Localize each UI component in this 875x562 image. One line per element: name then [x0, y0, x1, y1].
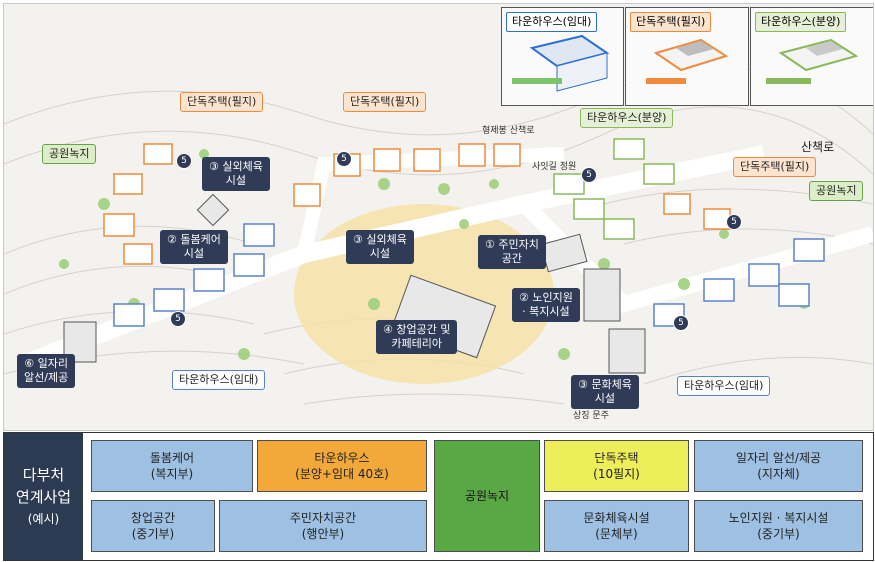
tag-rental-townhouse: 타운하우스(임대) [677, 376, 771, 396]
garden-label: 사잇길 정원 [532, 162, 577, 172]
legend-detached-house: 단독주택(필지) [625, 7, 749, 106]
cell-sub: (문체부) [595, 527, 638, 541]
facility-label: ② 돌봄케어 시설 [160, 230, 228, 264]
cell-townhouse: 타운하우스 (분양+임대 40호) [257, 440, 427, 492]
park-label: 공원녹지 [809, 181, 864, 201]
park-label: 공원녹지 [42, 144, 97, 164]
cell-senior-welfare: 노인지원 · 복지시설 (중기부) [694, 500, 863, 552]
cell-startup: 창업공간 (중기부) [91, 500, 215, 552]
tag-detached-house: 단독주택(필지) [733, 157, 817, 177]
cell-title: 단독주택 [594, 451, 639, 465]
tag-sale-townhouse: 타운하우스(분양) [580, 108, 674, 128]
facility-label: ③ 실외체육 시설 [346, 230, 414, 264]
cell-sub: (복지부) [150, 467, 194, 481]
cell-title: 타운하우스 [314, 451, 370, 465]
cell-title: 노인지원 · 복지시설 [728, 511, 829, 525]
legend-illustration [646, 38, 729, 84]
marker-badge: 5 [170, 311, 186, 327]
cell-sub: (행안부) [301, 527, 345, 541]
walking-path-label: 산책로 [801, 140, 835, 154]
gate-label: 상징 문주 [573, 411, 609, 421]
site-plan: 타운하우스(임대) 단독주택(필지) 타운하우스(분양) 단 [3, 3, 874, 431]
cell-jobs: 일자리 알선/제공 (지자체) [694, 440, 863, 492]
cell-title: 일자리 알선/제공 [735, 451, 822, 465]
trail-label: 형제봉 산책로 [482, 126, 535, 136]
cell-detached: 단독주택 (10필지) [544, 440, 689, 492]
facility-label: ④ 창업공간 및 카페테리아 [376, 320, 458, 354]
cell-sub: (분양+임대 40호) [295, 467, 389, 481]
marker-badge: 5 [726, 214, 742, 230]
cell-park: 공원녹지 [434, 440, 540, 552]
cell-title: 문화체육시설 [583, 511, 650, 525]
cell-title: 주민자치공간 [289, 511, 357, 525]
legend-rental-townhouse: 타운하우스(임대) [501, 7, 624, 106]
cell-title: 공원녹지 [464, 489, 510, 503]
marker-badge: 5 [673, 315, 689, 331]
heading-line: 다부처 [22, 465, 65, 484]
cell-culture-sports: 문화체육시설 (문체부) [544, 500, 689, 552]
facility-label: ① 주민자치 공간 [478, 235, 546, 269]
legend-illustration [766, 38, 859, 84]
facility-label: ③ 문화체육 시설 [571, 375, 639, 409]
legend-title: 타운하우스(분양) [755, 12, 847, 32]
facility-label: ③ 실외체육 시설 [202, 157, 270, 191]
cell-care: 돌봄케어 (복지부) [91, 440, 253, 492]
heading-note: (예시) [27, 511, 60, 526]
facility-label: ② 노인지원 · 복지시설 [512, 288, 580, 322]
cell-sub: (지자체) [757, 467, 800, 481]
cell-sub: (10필지) [593, 467, 640, 481]
legend-title: 타운하우스(임대) [506, 12, 598, 32]
heading-line: 연계사업 [15, 487, 72, 506]
legend-illustration [512, 34, 610, 92]
cell-community: 주민자치공간 (행안부) [219, 500, 427, 552]
cell-title: 창업공간 [130, 511, 176, 525]
tag-detached-house: 단독주택(필지) [343, 92, 427, 112]
legend-title: 단독주택(필지) [630, 12, 712, 32]
cell-sub: (중기부) [131, 527, 175, 541]
tag-detached-house: 단독주택(필지) [180, 92, 264, 112]
table-heading: 다부처 연계사업 (예시) [4, 433, 83, 560]
marker-badge: 5 [581, 167, 597, 183]
linked-projects-table: 다부처 연계사업 (예시) 돌봄케어 (복지부) 타운하우스 (분양+임대 40… [3, 432, 874, 561]
legend-sale-townhouse: 타운하우스(분양) [750, 7, 873, 106]
cell-sub: (중기부) [757, 527, 800, 541]
tag-rental-townhouse: 타운하우스(임대) [172, 370, 266, 390]
cell-title: 돌봄케어 [149, 451, 195, 465]
marker-badge: 5 [336, 151, 352, 167]
marker-badge: 5 [176, 153, 192, 169]
facility-label: ⑥ 일자리 알선/제공 [17, 354, 76, 388]
